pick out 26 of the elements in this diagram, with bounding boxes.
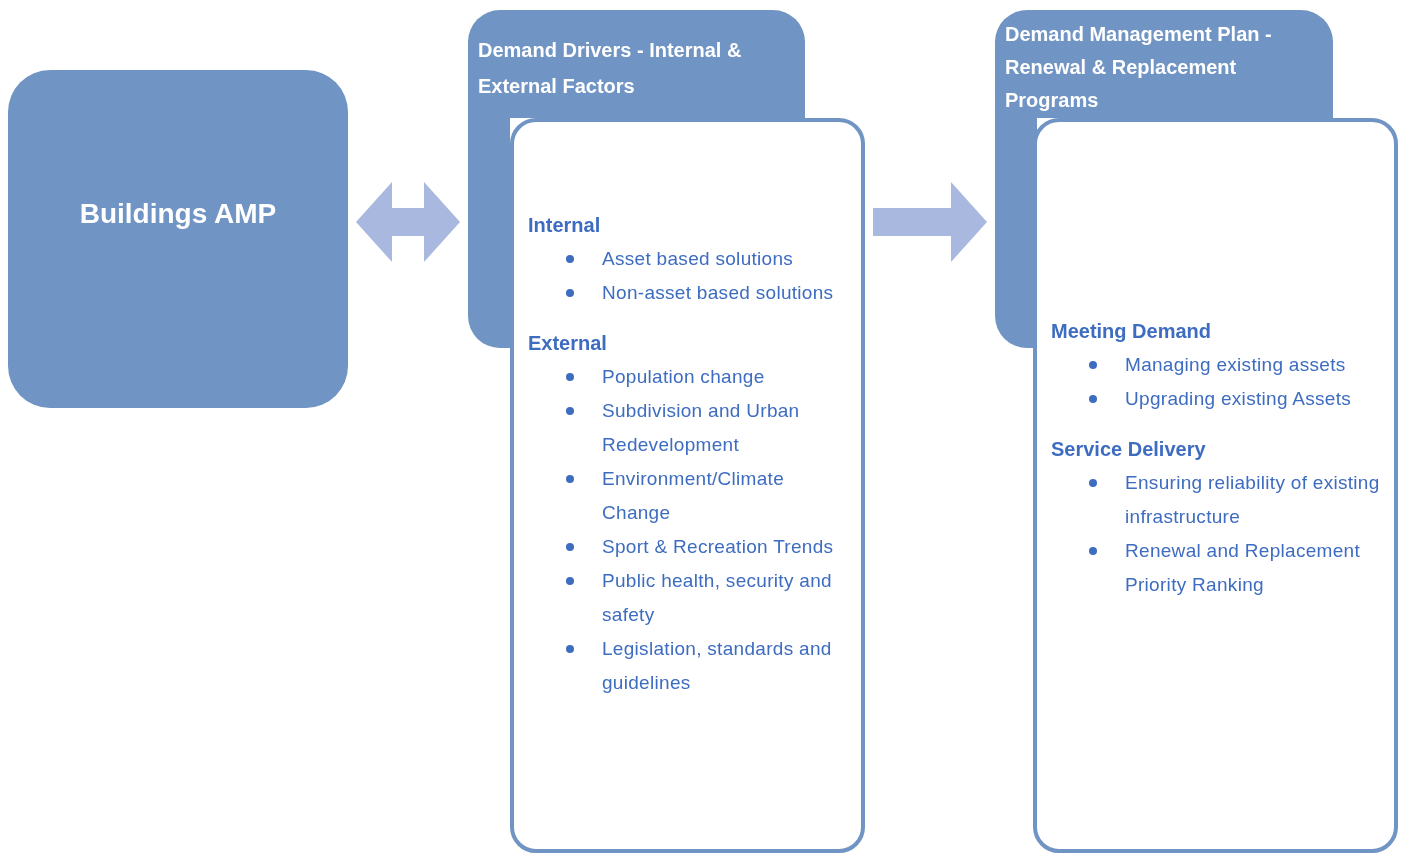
rounded-box — [8, 70, 348, 408]
bullet-text: Asset based solutions — [602, 247, 794, 271]
bullet-text: Environment/Climate Change — [602, 467, 786, 525]
bullet-text: Managing existing assets — [1125, 353, 1346, 377]
bullet-text: Legislation, standards and guidelines — [602, 637, 833, 695]
box-title: Buildings AMP — [79, 197, 277, 231]
tab-heading: Demand Drivers - Internal & External Factors — [478, 38, 743, 99]
bullet-text: Ensuring reliability of existing infrastructure — [1125, 471, 1381, 529]
bullet-text: Public health, security and safety — [602, 569, 833, 627]
header-tab — [995, 10, 1333, 118]
bullet-text: Sport & Recreation Trends — [602, 535, 834, 559]
bullet-text: Renewal and Replacement Priority Ranking — [1125, 539, 1362, 597]
section-heading: External — [528, 331, 608, 356]
header-tab — [468, 10, 805, 118]
section-heading: Service Delivery — [1051, 437, 1207, 462]
content-panel — [1033, 118, 1398, 853]
tab-heading: Demand Management Plan - Renewal & Replacement Programs — [1005, 22, 1273, 113]
section-heading: Internal — [528, 213, 602, 238]
bullet-text: Non-asset based solutions — [602, 281, 834, 305]
bullet-text: Upgrading existing Assets — [1125, 387, 1352, 411]
bullet-text: Population change — [602, 365, 765, 389]
block-arrow — [873, 182, 987, 262]
bullet-text: Subdivision and Urban Redevelopment — [602, 399, 801, 457]
content-panel — [510, 118, 865, 853]
section-heading: Meeting Demand — [1051, 319, 1213, 344]
block-arrow — [356, 182, 460, 262]
